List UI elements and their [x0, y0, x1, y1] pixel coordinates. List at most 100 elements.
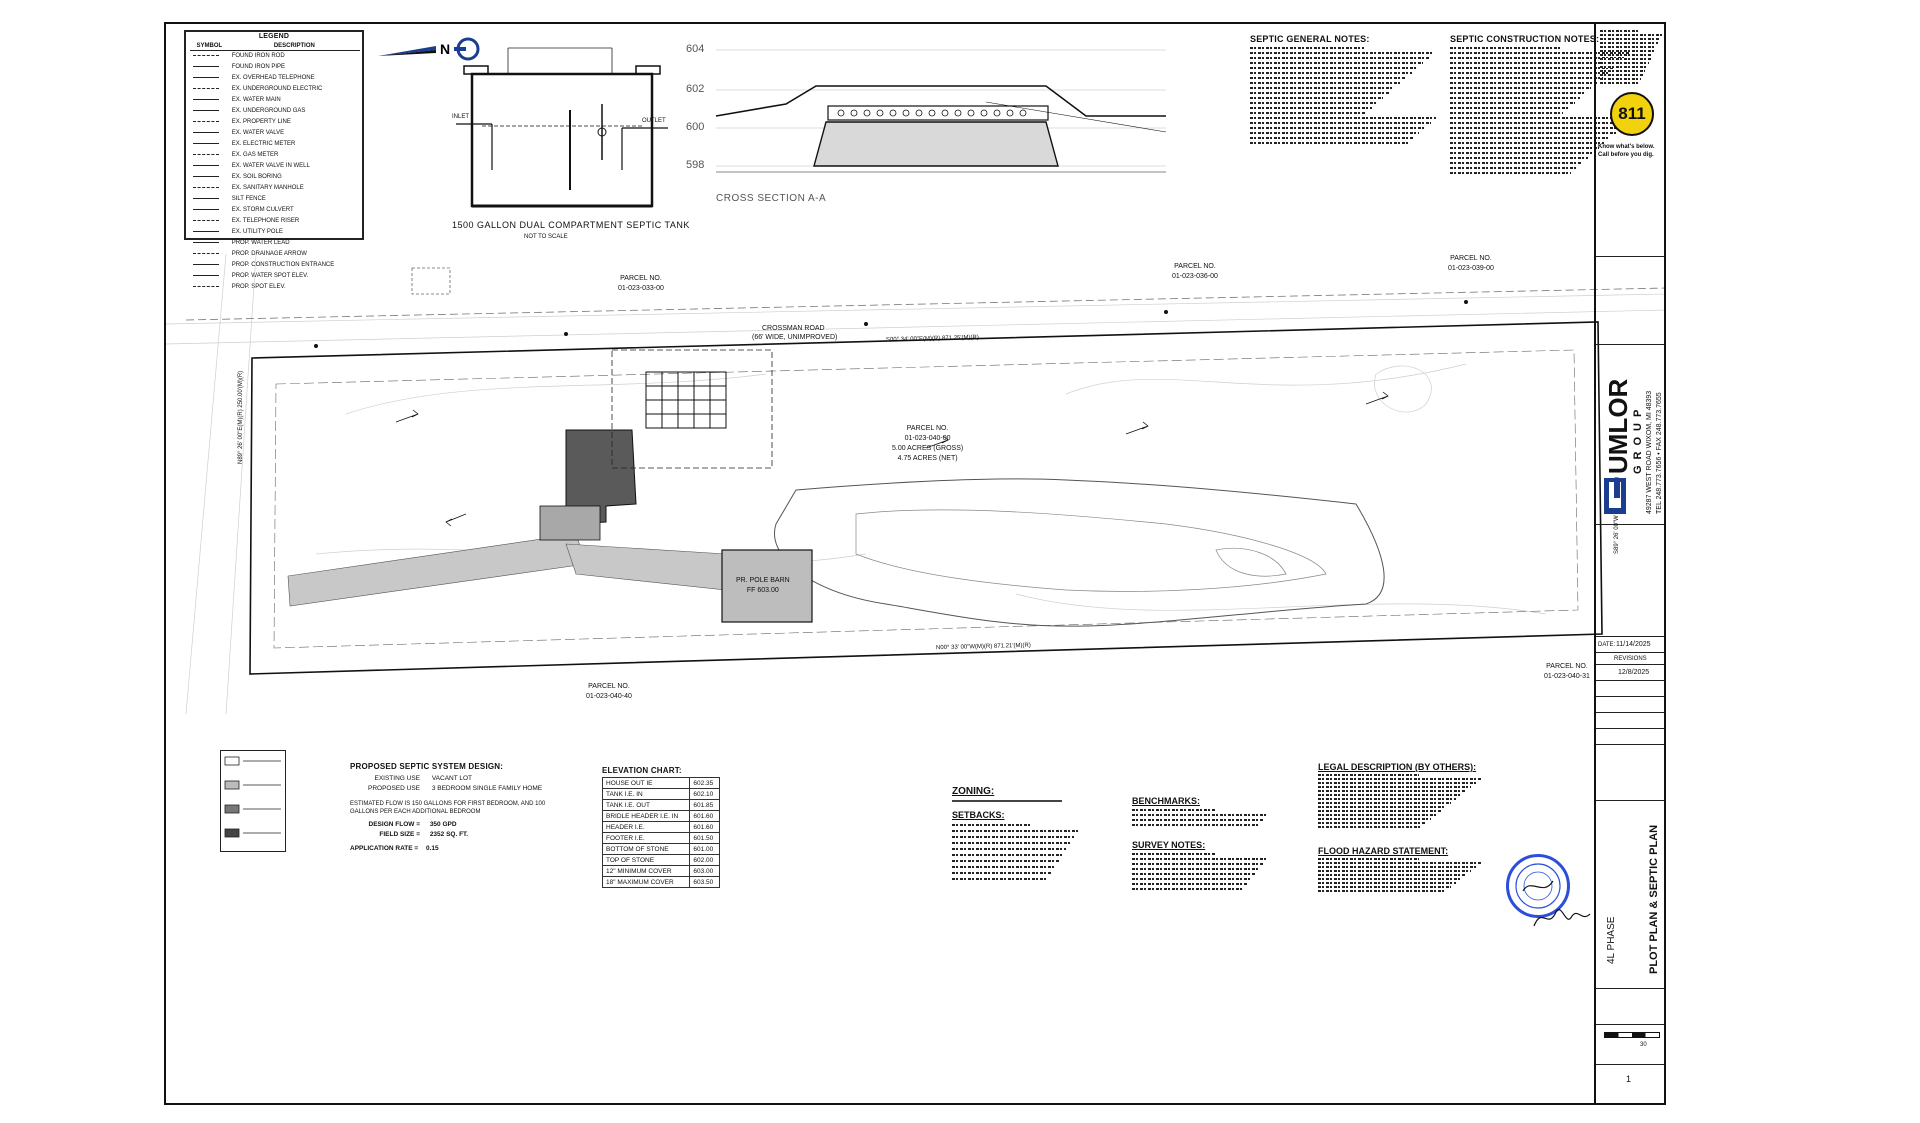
fine-print-line	[1250, 112, 1366, 114]
fine-print-line	[1250, 92, 1389, 94]
fine-print-line	[1318, 798, 1456, 800]
date-value: 11/14/2025	[1616, 641, 1651, 648]
elevation-item: 18" MAXIMUM COVER	[601, 876, 691, 888]
legend-symbol	[190, 282, 229, 293]
legend-symbol	[190, 128, 229, 139]
legend-description: EX. PROPERTY LINE	[231, 119, 291, 125]
legend-row: SILT FENCE	[190, 194, 360, 205]
scale-number: 30	[1640, 1042, 1647, 1048]
fine-print-line	[1318, 818, 1431, 820]
legend-row: EX. WATER VALVE IN WELL	[190, 161, 360, 172]
umlor-logo-icon	[1604, 478, 1626, 514]
fine-print-line	[1450, 117, 1633, 119]
fine-print-line	[1450, 157, 1588, 159]
elevation-value: 601.85	[689, 799, 720, 811]
company-sub: GROUP	[1632, 403, 1644, 474]
legend-row: EX. OVERHEAD TELEPHONE	[190, 73, 360, 84]
fine-print-line	[1450, 137, 1610, 139]
legend-symbol	[190, 150, 229, 161]
north-arrow-icon: N	[378, 37, 480, 61]
legend-row: PROP. CONSTRUCTION ENTRANCE	[190, 260, 360, 271]
fine-print-line	[1318, 870, 1471, 872]
design-rate-row: APPLICATION RATE = 0.15	[350, 844, 590, 854]
fine-print-line	[1318, 814, 1436, 816]
design-flow-value: 350 GPD	[429, 821, 457, 828]
fine-print-line	[952, 866, 1055, 868]
fine-print-line	[1250, 77, 1406, 79]
fine-print-line	[952, 842, 1071, 844]
fine-print-line	[1318, 826, 1421, 828]
signature-icon	[1533, 909, 1591, 927]
elevation-value: 602.10	[689, 788, 720, 800]
fine-print-line	[952, 824, 1030, 826]
fine-print-line	[1450, 127, 1622, 129]
survey-notes-block: SURVEY NOTES:	[1132, 840, 1282, 900]
design-existing-value: VACANT LOT	[431, 775, 473, 782]
tb-divider-6	[1596, 664, 1664, 665]
design-title: PROPOSED SEPTIC SYSTEM DESIGN:	[350, 762, 504, 771]
legend-row: EX. PROPERTY LINE	[190, 117, 360, 128]
legend-row: EX. WATER VALVE	[190, 128, 360, 139]
parcel-sw-number: 01-023-040-40	[586, 693, 632, 700]
legend-row: EX. UTILITY POLE	[190, 227, 360, 238]
fine-print-line	[1450, 77, 1603, 79]
design-existing-key: EXISTING USE	[374, 775, 420, 782]
fine-print-line	[1318, 878, 1461, 880]
legend-row: EX. UNDERGROUND GAS	[190, 106, 360, 117]
survey-notes-title: SURVEY NOTES:	[1132, 840, 1206, 850]
revisions-label: REVISIONS	[1614, 656, 1647, 662]
fine-print-line	[1318, 774, 1419, 776]
side-dim-left: N89° 26' 00"E(M)(R) 250.00'(M)(R)	[238, 370, 244, 464]
fine-print-line	[1250, 102, 1378, 104]
flood-block: FLOOD HAZARD STATEMENT:	[1318, 846, 1490, 906]
construction-notes-title: SEPTIC CONSTRUCTION NOTES:	[1450, 34, 1600, 44]
legend-description: EX. GAS METER	[231, 152, 279, 158]
elevation-value: 602.35	[689, 777, 720, 789]
cs-elev-598: 598	[686, 159, 705, 171]
fine-print-line	[1132, 873, 1256, 875]
design-flow-note: ESTIMATED FLOW IS 150 GALLONS FOR FIRST …	[350, 801, 546, 815]
legend-symbol	[190, 106, 229, 117]
fine-print-line	[1132, 868, 1260, 870]
parcel-north-label: PARCEL NO.	[620, 275, 662, 282]
legend-symbol	[190, 238, 229, 249]
tb-divider-4	[1596, 636, 1664, 637]
legend-symbol	[190, 271, 229, 282]
legend-row: EX. ELECTRIC METER	[190, 139, 360, 150]
fine-print-line	[952, 836, 1075, 838]
legend-symbol	[190, 194, 229, 205]
fine-print-line	[1450, 92, 1586, 94]
legend-description: FOUND IRON ROD	[231, 53, 285, 59]
fine-print-line	[1318, 782, 1476, 784]
legend-row: PROP. WATER SPOT ELEV.	[190, 271, 360, 282]
parcel-north: PARCEL NO. 01-023-033-00	[618, 274, 664, 294]
legend-symbol	[190, 183, 229, 194]
fine-print-line	[1318, 886, 1451, 888]
elevation-value: 601.50	[689, 832, 720, 844]
site-plan: CROSSMAN ROAD (66' WIDE, UNIMPROVED) S00…	[166, 253, 1664, 715]
fine-print-line	[1600, 62, 1649, 64]
scale-bar	[1604, 1032, 1660, 1038]
benchmarks-block: BENCHMARKS:	[1132, 796, 1282, 836]
legend-row: PROP. SPOT ELEV.	[190, 282, 360, 293]
elevation-value: 603.50	[689, 876, 720, 888]
fine-print-line	[1250, 67, 1418, 69]
legend-row: EX. WATER MAIN	[190, 95, 360, 106]
parcel-ne2: PARCEL NO. 01-023-039-00	[1448, 254, 1494, 274]
legend-description: PROP. DRAINAGE ARROW	[231, 251, 307, 257]
elevation-value: 601.60	[689, 821, 720, 833]
elevation-value: 603.00	[689, 865, 720, 877]
north-label: N	[440, 41, 450, 57]
legend-description: EX. SANITARY MANHOLE	[231, 185, 304, 191]
tank-drawing	[456, 47, 668, 208]
fine-print-line	[1250, 142, 1408, 144]
legend-row: FOUND IRON PIPE	[190, 62, 360, 73]
fine-print-line	[1450, 122, 1627, 124]
fine-print-line	[1450, 172, 1571, 174]
fine-print-line	[1450, 72, 1609, 74]
tb-divider-1	[1596, 256, 1664, 257]
fine-print-line	[1600, 74, 1643, 76]
legal-lines	[1318, 774, 1490, 828]
